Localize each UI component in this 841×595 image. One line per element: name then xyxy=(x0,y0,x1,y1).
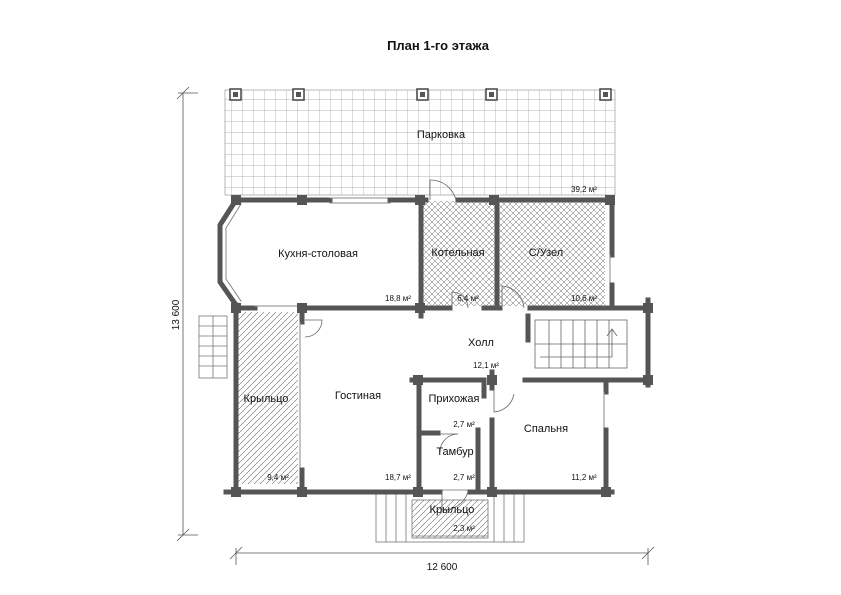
wall-joints xyxy=(231,195,653,497)
bedroom-door xyxy=(493,390,515,413)
boiler-room-hatch xyxy=(420,201,495,306)
vestibule-area-value: 2,7 м² xyxy=(453,473,475,482)
left-porch-name: Крыльцо xyxy=(244,393,289,405)
doors xyxy=(304,179,525,511)
dimension-lines xyxy=(176,86,655,565)
living-door xyxy=(304,319,323,338)
front-door xyxy=(441,491,469,511)
living-area-value: 18,7 м² xyxy=(385,473,411,482)
living-name: Гостиная xyxy=(335,390,381,402)
parking-name: Парковка xyxy=(417,129,466,141)
entry-area-value: 2,7 м² xyxy=(453,420,475,429)
parking-grid xyxy=(224,89,616,196)
parking-area-value: 39,2 м² xyxy=(571,185,597,194)
parking-area xyxy=(224,88,616,196)
hall-area-value: 12,1 м² xyxy=(473,361,499,370)
bedroom-area-value: 11,2 м² xyxy=(571,473,597,482)
walls xyxy=(217,196,651,495)
bottom-porch-name: Крыльцо xyxy=(430,504,475,516)
left-porch-hatch xyxy=(236,312,298,484)
hall-name: Холл xyxy=(468,337,494,349)
parking-column-core xyxy=(233,92,238,97)
bathroom-hatch xyxy=(497,201,605,306)
parking-column-core xyxy=(489,92,494,97)
left-porch-area-value: 9,4 м² xyxy=(267,473,289,482)
parking-column-core xyxy=(296,92,301,97)
bathroom-name: С/Узел xyxy=(529,247,563,259)
staircase xyxy=(534,319,628,369)
bedroom-name: Спальня xyxy=(524,423,568,435)
bottom-porch-steps xyxy=(375,489,525,543)
plan-title: План 1-го этажа xyxy=(387,38,490,53)
room-labels: Парковка 39,2 м² Кухня-столовая 18,8 м² … xyxy=(244,129,598,533)
bottom-porch-area-value: 2,3 м² xyxy=(453,524,475,533)
vestibule-name: Тамбур xyxy=(436,446,473,458)
width-dimension-value: 12 600 xyxy=(427,562,458,573)
parking-column-core xyxy=(603,92,608,97)
boiler-area-value: 6,4 м² xyxy=(457,294,479,303)
boiler-name: Котельная xyxy=(431,247,484,259)
bathroom-area-value: 10,6 м² xyxy=(571,294,597,303)
parking-column-core xyxy=(420,92,425,97)
kitchen-name: Кухня-столовая xyxy=(278,248,358,260)
boiler-door xyxy=(451,291,469,309)
height-dimension-value: 13 600 xyxy=(171,299,182,330)
entry-name: Прихожая xyxy=(429,393,480,405)
vestibule-door xyxy=(439,433,459,453)
parking-door xyxy=(429,179,457,201)
left-porch-steps xyxy=(198,315,228,379)
kitchen-area-value: 18,8 м² xyxy=(385,294,411,303)
bathroom-door xyxy=(501,285,525,309)
